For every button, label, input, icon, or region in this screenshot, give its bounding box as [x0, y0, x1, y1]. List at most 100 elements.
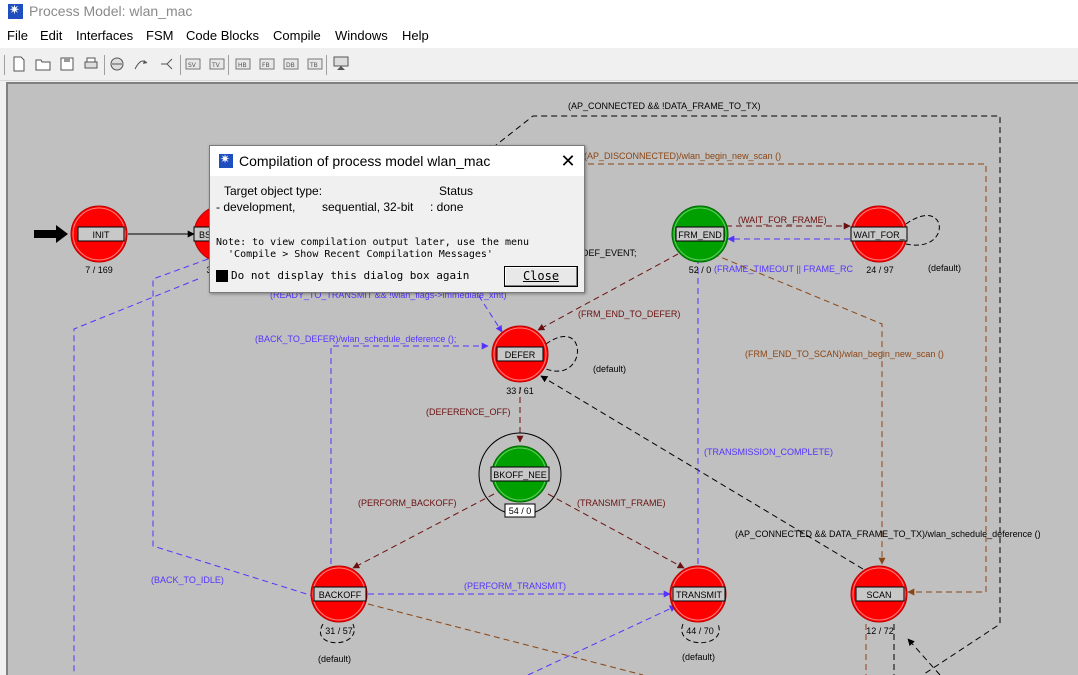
state-transmit[interactable]: TRANSMIT 44 / 70	[669, 565, 727, 636]
fsm-diagram: INIT 7 / 169 BSS 3 DEFER 33 / 61 FRM_END…	[34, 101, 1041, 675]
transition-line[interactable]	[907, 638, 941, 675]
transition-line[interactable]	[537, 253, 679, 331]
hb-icon[interactable]: HB	[234, 55, 252, 73]
transition-label[interactable]: (FRM_END_TO_DEFER)	[578, 309, 680, 319]
split-icon[interactable]	[158, 55, 176, 73]
transition-line[interactable]	[547, 493, 685, 569]
toolbar: SV TV HB FB DB TB	[0, 50, 1078, 81]
menu-compile[interactable]: Compile	[273, 28, 321, 43]
toolbar-separator	[4, 55, 5, 75]
app-icon	[8, 2, 23, 19]
menu-interfaces[interactable]: Interfaces	[76, 28, 134, 43]
state-scan[interactable]: SCAN 12 / 72	[850, 565, 908, 636]
transition-line[interactable]	[905, 215, 940, 246]
target-status: : done	[430, 200, 464, 214]
state-name: WAIT_FOR_	[853, 230, 905, 240]
target-type-header: Target object type:	[224, 184, 323, 198]
menu-help[interactable]: Help	[402, 28, 429, 43]
transition-label[interactable]: (AP_DISCONNECTED)/wlan_begin_new_scan ()	[584, 151, 781, 161]
transition-line[interactable]	[73, 278, 199, 675]
transition-label[interactable]: (default)	[928, 263, 961, 273]
transition-line[interactable]	[352, 493, 495, 569]
state-counts: 31 / 57	[325, 626, 353, 636]
state-frm-end[interactable]: FRM_END 52 / 0	[671, 205, 729, 275]
state-icon[interactable]	[108, 55, 126, 73]
transition-label[interactable]: (default)	[318, 654, 351, 664]
transition-label[interactable]: (DEFERENCE_OFF)	[426, 407, 511, 417]
state-wait-for[interactable]: WAIT_FOR_ 24 / 97	[850, 205, 908, 275]
app-icon	[219, 152, 233, 168]
transition-line[interactable]	[367, 603, 644, 675]
new-icon[interactable]	[10, 55, 28, 73]
state-counts: 44 / 70	[686, 626, 714, 636]
initial-arrow-icon	[34, 225, 68, 243]
state-backoff[interactable]: BACKOFF 31 / 57	[310, 565, 368, 636]
transition-label[interactable]: DEF_EVENT;	[582, 248, 637, 258]
state-counts: 52 / 0	[689, 265, 712, 275]
state-name: DEFER	[505, 350, 536, 360]
svg-text:HB: HB	[238, 62, 247, 69]
transition-line[interactable]	[527, 605, 677, 675]
transition-label[interactable]: (AP_CONNECTED && DATA_FRAME_TO_TX)/wlan_…	[735, 529, 1041, 539]
transition-line[interactable]	[320, 623, 355, 644]
open-icon[interactable]	[34, 55, 52, 73]
tb-icon[interactable]: TB	[306, 55, 324, 73]
state-name: SCAN	[866, 590, 891, 600]
transition-line[interactable]	[330, 342, 489, 564]
transition-label[interactable]: (default)	[682, 652, 715, 662]
target-kind: - development,	[216, 200, 296, 214]
transition-label[interactable]: (TRANSMIT_FRAME)	[577, 498, 666, 508]
state-counts: 12 / 72	[866, 626, 894, 636]
close-button[interactable]: Close	[504, 266, 578, 287]
transition-line[interactable]	[545, 336, 578, 372]
menu-edit[interactable]: Edit	[40, 28, 63, 43]
svg-text:TB: TB	[309, 62, 318, 69]
toolbar-separator	[104, 55, 105, 75]
compilation-dialog: Compilation of process model wlan_mac ✕ …	[209, 145, 585, 293]
menu-fsm[interactable]: FSM	[146, 28, 174, 43]
save-icon[interactable]	[58, 55, 76, 73]
transition-label[interactable]: (BACK_TO_DEFER)/wlan_schedule_deference …	[255, 334, 456, 344]
db-icon[interactable]: DB	[282, 55, 300, 73]
transition-label[interactable]: (WAIT_FOR_FRAME)	[738, 215, 827, 225]
tv-icon[interactable]: TV	[208, 55, 226, 73]
state-name: INIT	[93, 230, 111, 240]
transition-label[interactable]: (BACK_TO_IDLE)	[151, 575, 224, 585]
transition-label[interactable]: (PERFORM_TRANSMIT)	[464, 581, 566, 591]
state-name: FRM_END	[678, 230, 722, 240]
transition-label[interactable]: (AP_CONNECTED && !DATA_FRAME_TO_TX)	[568, 101, 761, 111]
fb-icon[interactable]: FB	[258, 55, 276, 73]
state-bkoff-nee[interactable]: BKOFF_NEE 54 / 0	[478, 432, 562, 518]
svg-text:SV: SV	[188, 62, 197, 69]
dont-show-checkbox[interactable]	[216, 270, 228, 282]
transition-label[interactable]: (FRM_END_TO_SCAN)/wlan_begin_new_scan ()	[745, 349, 944, 359]
toolbar-separator	[180, 55, 181, 75]
status-header: Status	[439, 184, 474, 198]
compile-icon[interactable]	[332, 55, 350, 73]
sv-icon[interactable]: SV	[184, 55, 202, 73]
state-counts: 33 / 61	[506, 386, 534, 396]
state-name: TRANSMIT	[676, 590, 723, 600]
transition-line[interactable]	[540, 375, 864, 570]
transition-icon[interactable]	[132, 55, 150, 73]
transition-line[interactable]	[578, 163, 987, 596]
transition-line[interactable]	[712, 253, 886, 565]
dialog-titlebar: Compilation of process model wlan_mac ✕	[210, 146, 584, 176]
transition-label[interactable]: (FRAME_TIMEOUT || FRAME_RC	[714, 264, 854, 274]
close-icon[interactable]: ✕	[560, 151, 576, 171]
transition-label[interactable]: (TRANSMISSION_COMPLETE)	[704, 447, 833, 457]
menu-windows[interactable]: Windows	[335, 28, 388, 43]
transition-label[interactable]: (PERFORM_BACKOFF)	[358, 498, 457, 508]
state-defer[interactable]: DEFER 33 / 61	[491, 325, 549, 396]
print-icon[interactable]	[82, 55, 100, 73]
svg-text:TV: TV	[211, 62, 221, 69]
menu-code-blocks[interactable]: Code Blocks	[186, 28, 259, 43]
transition-line[interactable]	[152, 258, 314, 597]
transition-label[interactable]: (READY_TO_TRANSMIT && !wlan_flags->immed…	[270, 290, 507, 300]
menu-file[interactable]: File	[7, 28, 28, 43]
target-mode: sequential, 32-bit	[322, 200, 414, 214]
window-title: Process Model: wlan_mac	[29, 3, 193, 19]
transition-label[interactable]: (default)	[593, 364, 626, 374]
state-init[interactable]: INIT 7 / 169	[70, 205, 128, 275]
note-line-2: 'Compile > Show Recent Compilation Messa…	[216, 249, 493, 260]
